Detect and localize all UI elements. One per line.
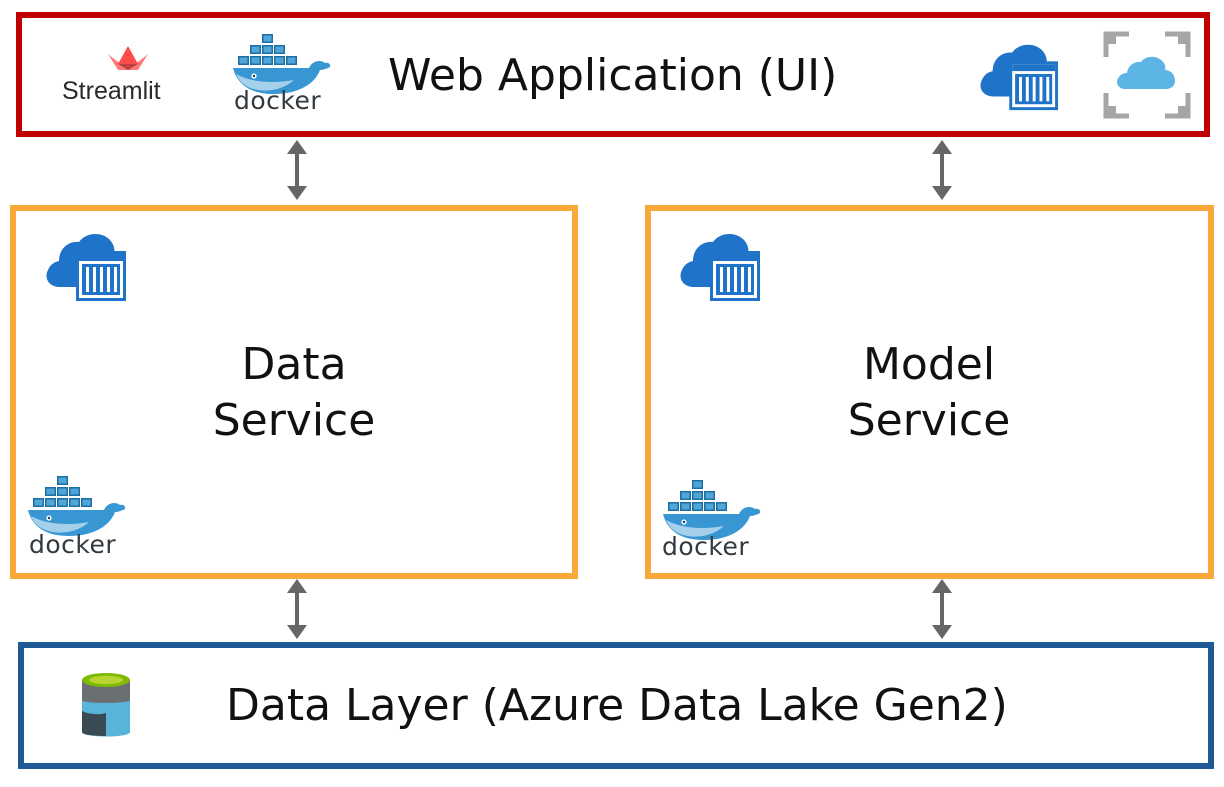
azure-container-registry-icon <box>42 225 132 305</box>
data-layer-box <box>18 642 1214 769</box>
data-layer-title: Data Layer (Azure Data Lake Gen2) <box>226 680 1008 731</box>
web-to-model-service-arrow <box>932 140 952 200</box>
model-service-to-layer-arrow <box>932 579 952 639</box>
azure-data-lake-icon <box>82 673 130 737</box>
streamlit-logo-label: Streamlit <box>62 77 161 105</box>
streamlit-logo-icon <box>108 46 148 70</box>
data-service-to-layer-arrow <box>287 579 307 639</box>
docker-whale-icon <box>27 474 127 538</box>
web-application-title: Web Application (UI) <box>388 50 838 101</box>
data-service-title-line1: Data <box>241 339 347 390</box>
azure-container-registry-icon <box>676 225 766 305</box>
data-service-title-line2: Service <box>212 395 376 446</box>
web-to-data-service-arrow <box>287 140 307 200</box>
docker-logo-label: docker <box>234 86 322 115</box>
data-service-title: Data Service <box>114 337 474 449</box>
model-service-title-line1: Model <box>862 339 996 390</box>
docker-logo-label: docker <box>29 530 117 559</box>
model-service-title: Model Service <box>749 337 1109 449</box>
azure-container-registry-icon <box>976 36 1064 114</box>
docker-logo-label: docker <box>662 532 750 561</box>
model-service-title-line2: Service <box>847 395 1011 446</box>
azure-app-service-icon <box>1103 31 1191 119</box>
